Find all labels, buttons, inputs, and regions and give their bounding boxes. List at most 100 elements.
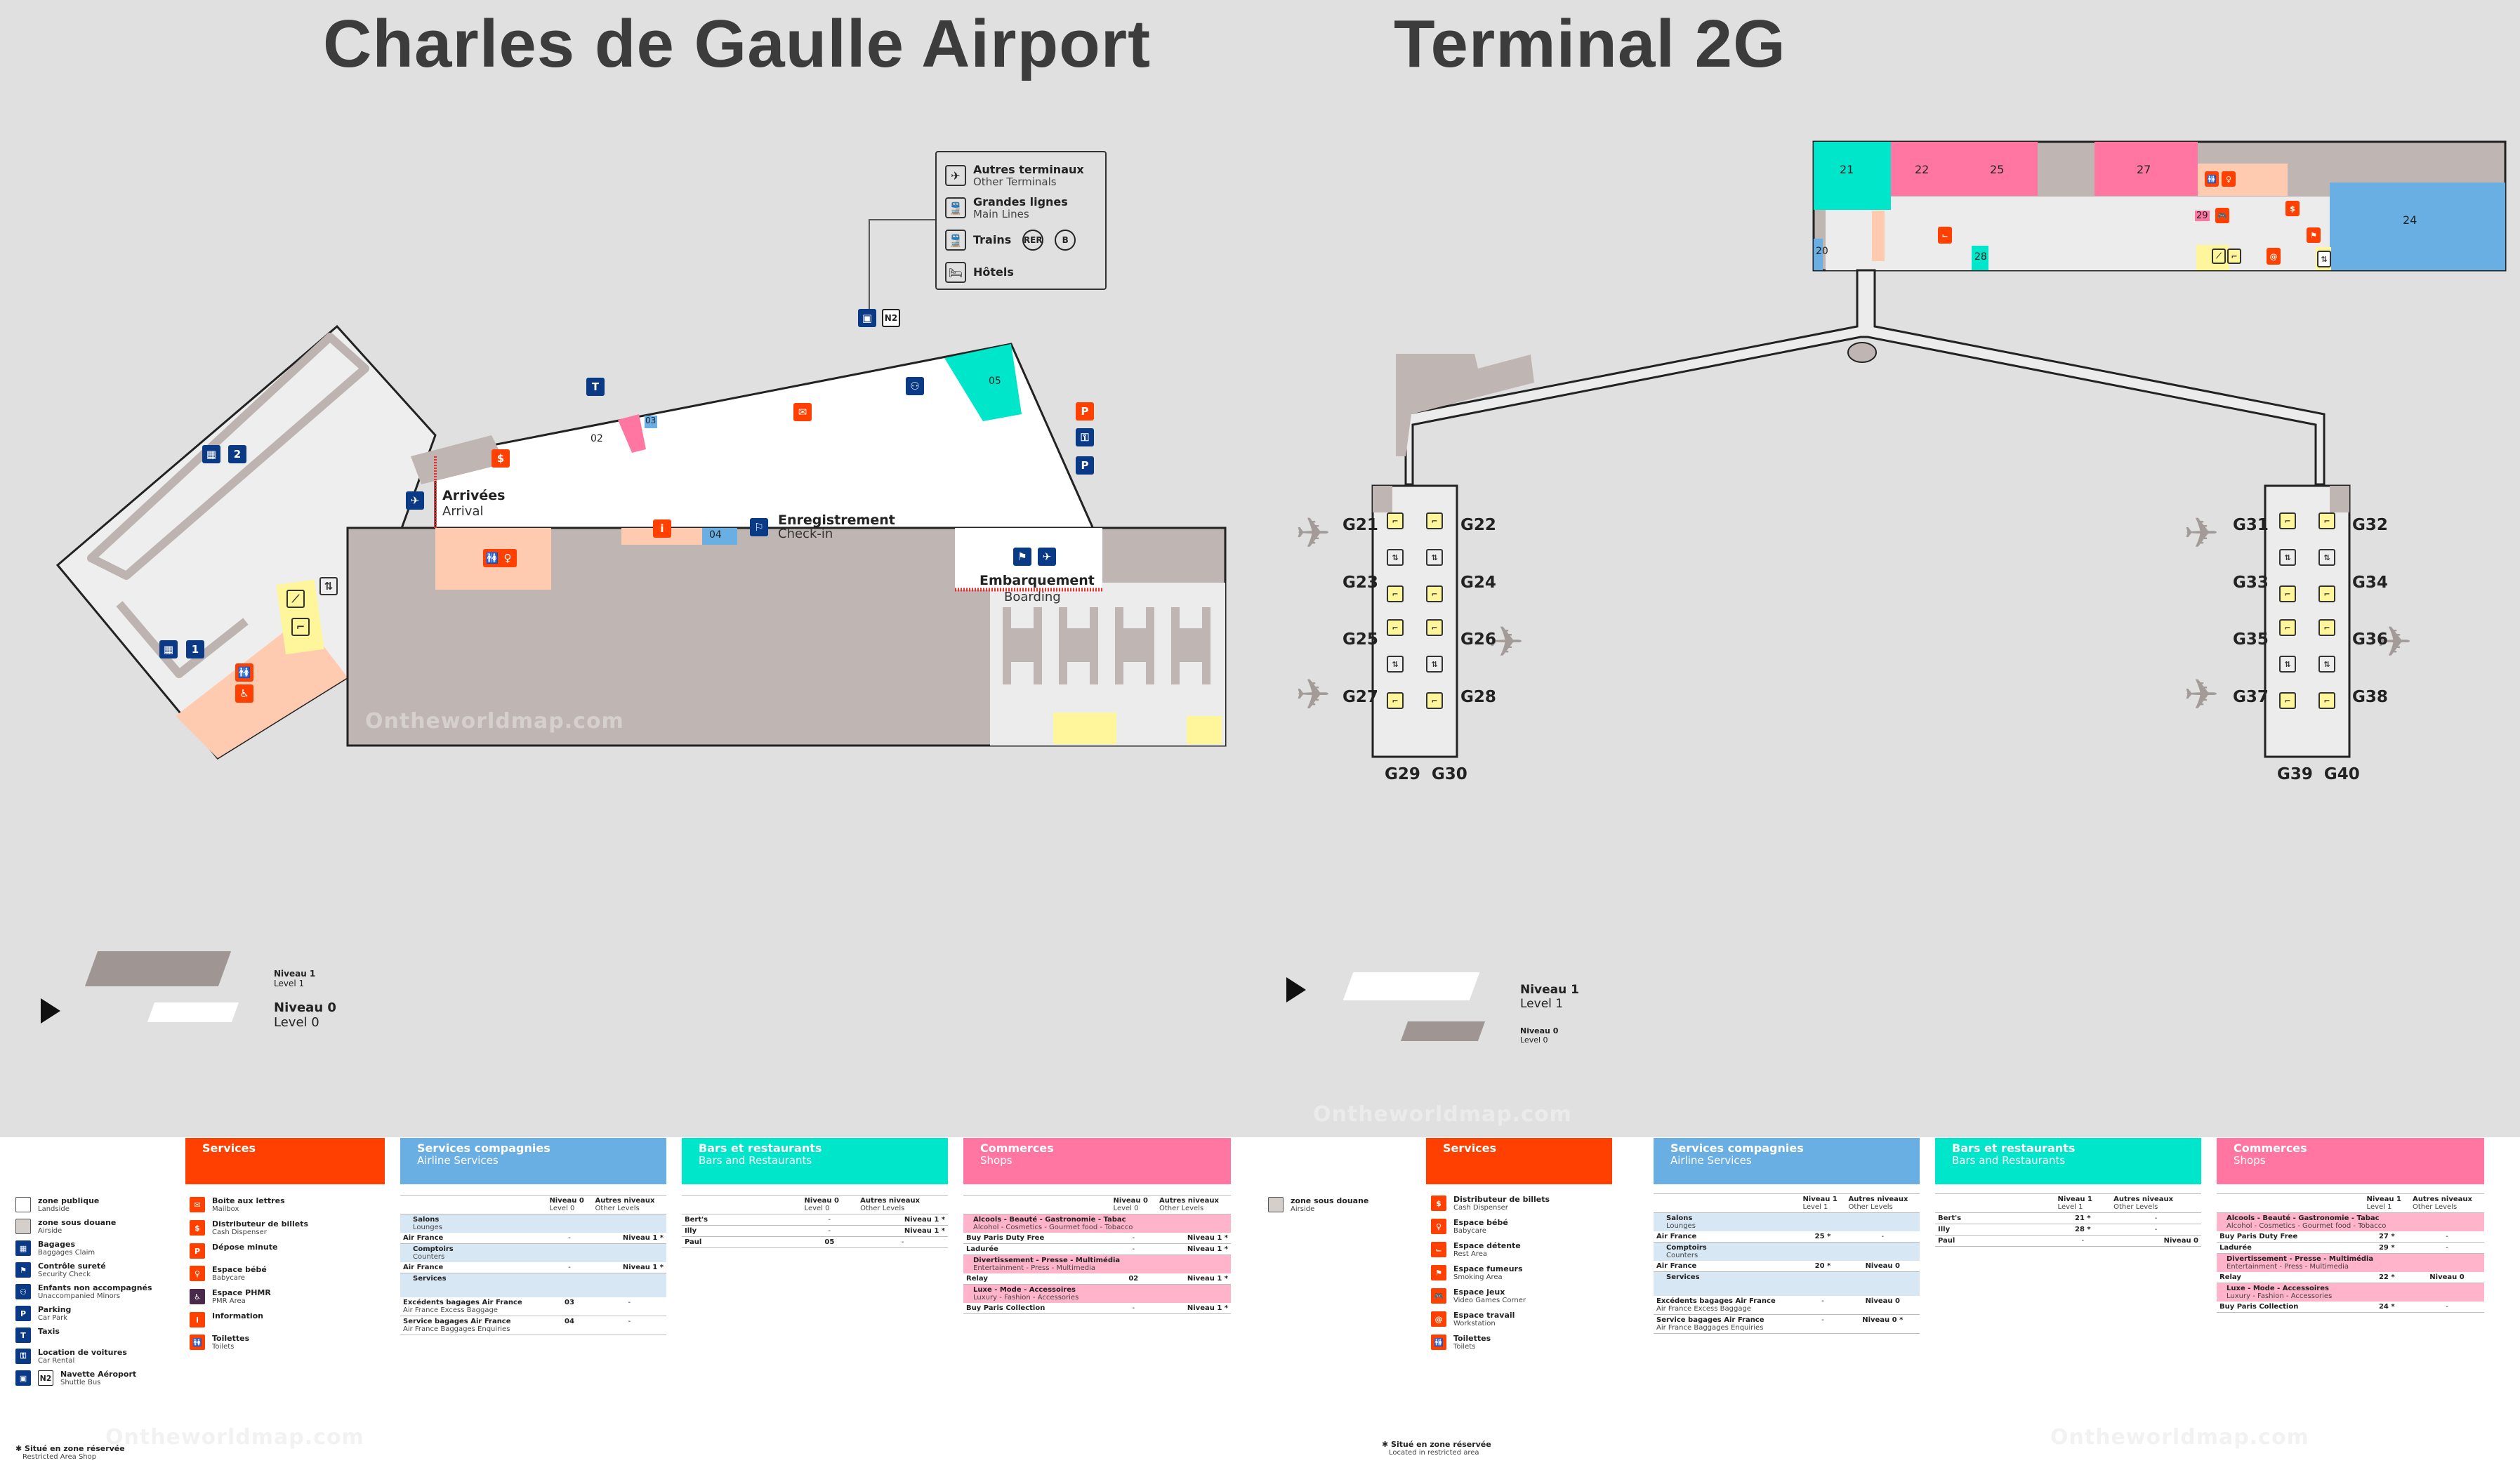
row-other: - [592, 1297, 666, 1316]
gate-g36[interactable]: G36 [2352, 630, 2388, 649]
svg-text:✈: ✈ [1295, 670, 1331, 720]
table-row: Buy Paris Duty Free-Niveau 1 * [963, 1233, 1231, 1244]
gate-g25[interactable]: G25 [1343, 630, 1378, 649]
legend-label-en: Airside [1291, 1205, 1315, 1213]
conn-label: Autres terminaux [973, 162, 1084, 176]
pmr-area-icon: ♿ [190, 1289, 205, 1304]
legend-label-en: Car Rental [38, 1357, 75, 1365]
gate-g31[interactable]: G31 [2233, 516, 2269, 534]
legend-label: zone publique [38, 1196, 100, 1205]
gates-g39-g40[interactable]: G39 G40 [2277, 765, 2360, 783]
taxi-icon: T [15, 1327, 31, 1343]
line-b-badge: B [1055, 230, 1076, 251]
row-name: Air France [1654, 1231, 1800, 1243]
stairs-icon: ⌐ [1387, 692, 1404, 709]
gate-g24[interactable]: G24 [1460, 574, 1496, 592]
footnote-label: Situé en zone réservée [1391, 1440, 1491, 1449]
col-header: Autres niveaux [2113, 1196, 2174, 1203]
row-name-en: Air France Excess Baggage [403, 1306, 498, 1314]
smoking-area-icon: ⚑ [2307, 227, 2321, 243]
col-header: Niveau 0 [804, 1197, 839, 1205]
col-header-en: Level 1 [2057, 1203, 2083, 1211]
boarding-label: Embarquement [979, 573, 1095, 588]
stairs-icon: ⌐ [2279, 512, 2296, 529]
legend-label-en: Landside [38, 1205, 70, 1213]
connection-hotels[interactable]: 🛏 Hôtels [945, 256, 1097, 289]
departures-icon: ✈ [1038, 548, 1056, 566]
escalator-icon: ⟋ [2212, 249, 2226, 264]
pier-vertical-circulation: ⌐ ⌐ ⇅ ⇅ ⌐ ⌐ ⌐ ⌐ ⇅ ⇅ ⌐ ⌐ [1387, 512, 1443, 737]
baggage-claim-icon: ▦ [159, 640, 178, 658]
row-other: Niveau 1 * [857, 1214, 948, 1226]
row-name: Excédents bagages Air France [1656, 1297, 1776, 1305]
gate-g23[interactable]: G23 [1343, 574, 1378, 592]
gate-g38[interactable]: G38 [2352, 688, 2388, 706]
level-label: Niveau 0 [1520, 1026, 1559, 1035]
section-label-en: Lounges [413, 1224, 442, 1231]
cash-dispenser-icon: $ [2285, 201, 2300, 216]
gate-g27[interactable]: G27 [1343, 688, 1378, 706]
section-services: Services [400, 1273, 666, 1297]
section-label: Comptoirs [1666, 1244, 1707, 1252]
conn-label-en: Main Lines [973, 207, 1029, 220]
gate-g21[interactable]: G21 [1343, 516, 1378, 534]
col-header: Autres niveaux [595, 1197, 655, 1205]
col-header: Autres niveaux [2413, 1196, 2472, 1203]
row-other: Niveau 0 [1845, 1295, 1920, 1315]
stairs-icon: ⌐ [1387, 619, 1404, 636]
gate-g22[interactable]: G22 [1460, 516, 1496, 534]
row-other: Niveau 1 * [592, 1233, 666, 1244]
legend-label-en: Cash Dispenser [1453, 1204, 1508, 1212]
level0-thumbnail[interactable] [1400, 1021, 1486, 1041]
header-label: Commerces [980, 1141, 1054, 1155]
legend-label: Espace détente [1453, 1241, 1521, 1250]
level1-thumbnail[interactable] [1343, 972, 1480, 1000]
legend-label-en: Baggages Claim [38, 1249, 95, 1257]
section-label-en: Counters [413, 1253, 445, 1261]
gate-g37[interactable]: G37 [2233, 688, 2269, 706]
drop-off-icon: P [190, 1243, 205, 1259]
pier-vertical-circulation: ⌐ ⌐ ⇅ ⇅ ⌐ ⌐ ⌐ ⌐ ⇅ ⇅ ⌐ ⌐ [2279, 512, 2335, 737]
row-name: Service bagages Air France [403, 1317, 511, 1325]
gates-g29-g30[interactable]: G29 G30 [1385, 765, 1467, 783]
row-level: 25 * [1800, 1231, 1846, 1243]
row-level: - [1800, 1314, 1846, 1334]
rest-area-icon: ⌙ [1938, 227, 1952, 244]
train-icon: 🚆 [945, 230, 966, 251]
section-label: Services [413, 1275, 447, 1283]
row-level: 21 * [2054, 1212, 2111, 1224]
gate-g26[interactable]: G26 [1460, 630, 1496, 649]
legend-label: Espace fumeurs [1453, 1264, 1523, 1273]
stairs-icon: ⌐ [2279, 692, 2296, 709]
elevator-icon: ⇅ [1426, 549, 1443, 566]
legend-label-en: Babycare [1453, 1227, 1486, 1235]
unit-28: 28 [1974, 251, 1987, 263]
gate-g28[interactable]: G28 [1460, 688, 1496, 706]
conn-label: Hôtels [973, 265, 1014, 279]
legend-label: Location de voitures [38, 1348, 127, 1357]
unit-03: 03 [645, 416, 657, 425]
legend-label: Espace bébé [1453, 1218, 1508, 1227]
gate-g32[interactable]: G32 [2352, 516, 2388, 534]
connection-trains[interactable]: 🚆 Trains RER B [945, 224, 1097, 256]
row-other: Niveau 0 [2111, 1235, 2201, 1247]
toilets-icon: 🚻 [2205, 171, 2219, 187]
gate-g35[interactable]: G35 [2233, 630, 2269, 649]
footnote-label-en: Located in restricted area [1389, 1449, 1479, 1457]
level-label-en: Level 1 [274, 979, 305, 988]
gate-g34[interactable]: G34 [2352, 574, 2388, 592]
escalator-icon: ⟋ [286, 590, 305, 608]
unit-04: 04 [709, 529, 722, 541]
gate-g33[interactable]: G33 [2233, 574, 2269, 592]
